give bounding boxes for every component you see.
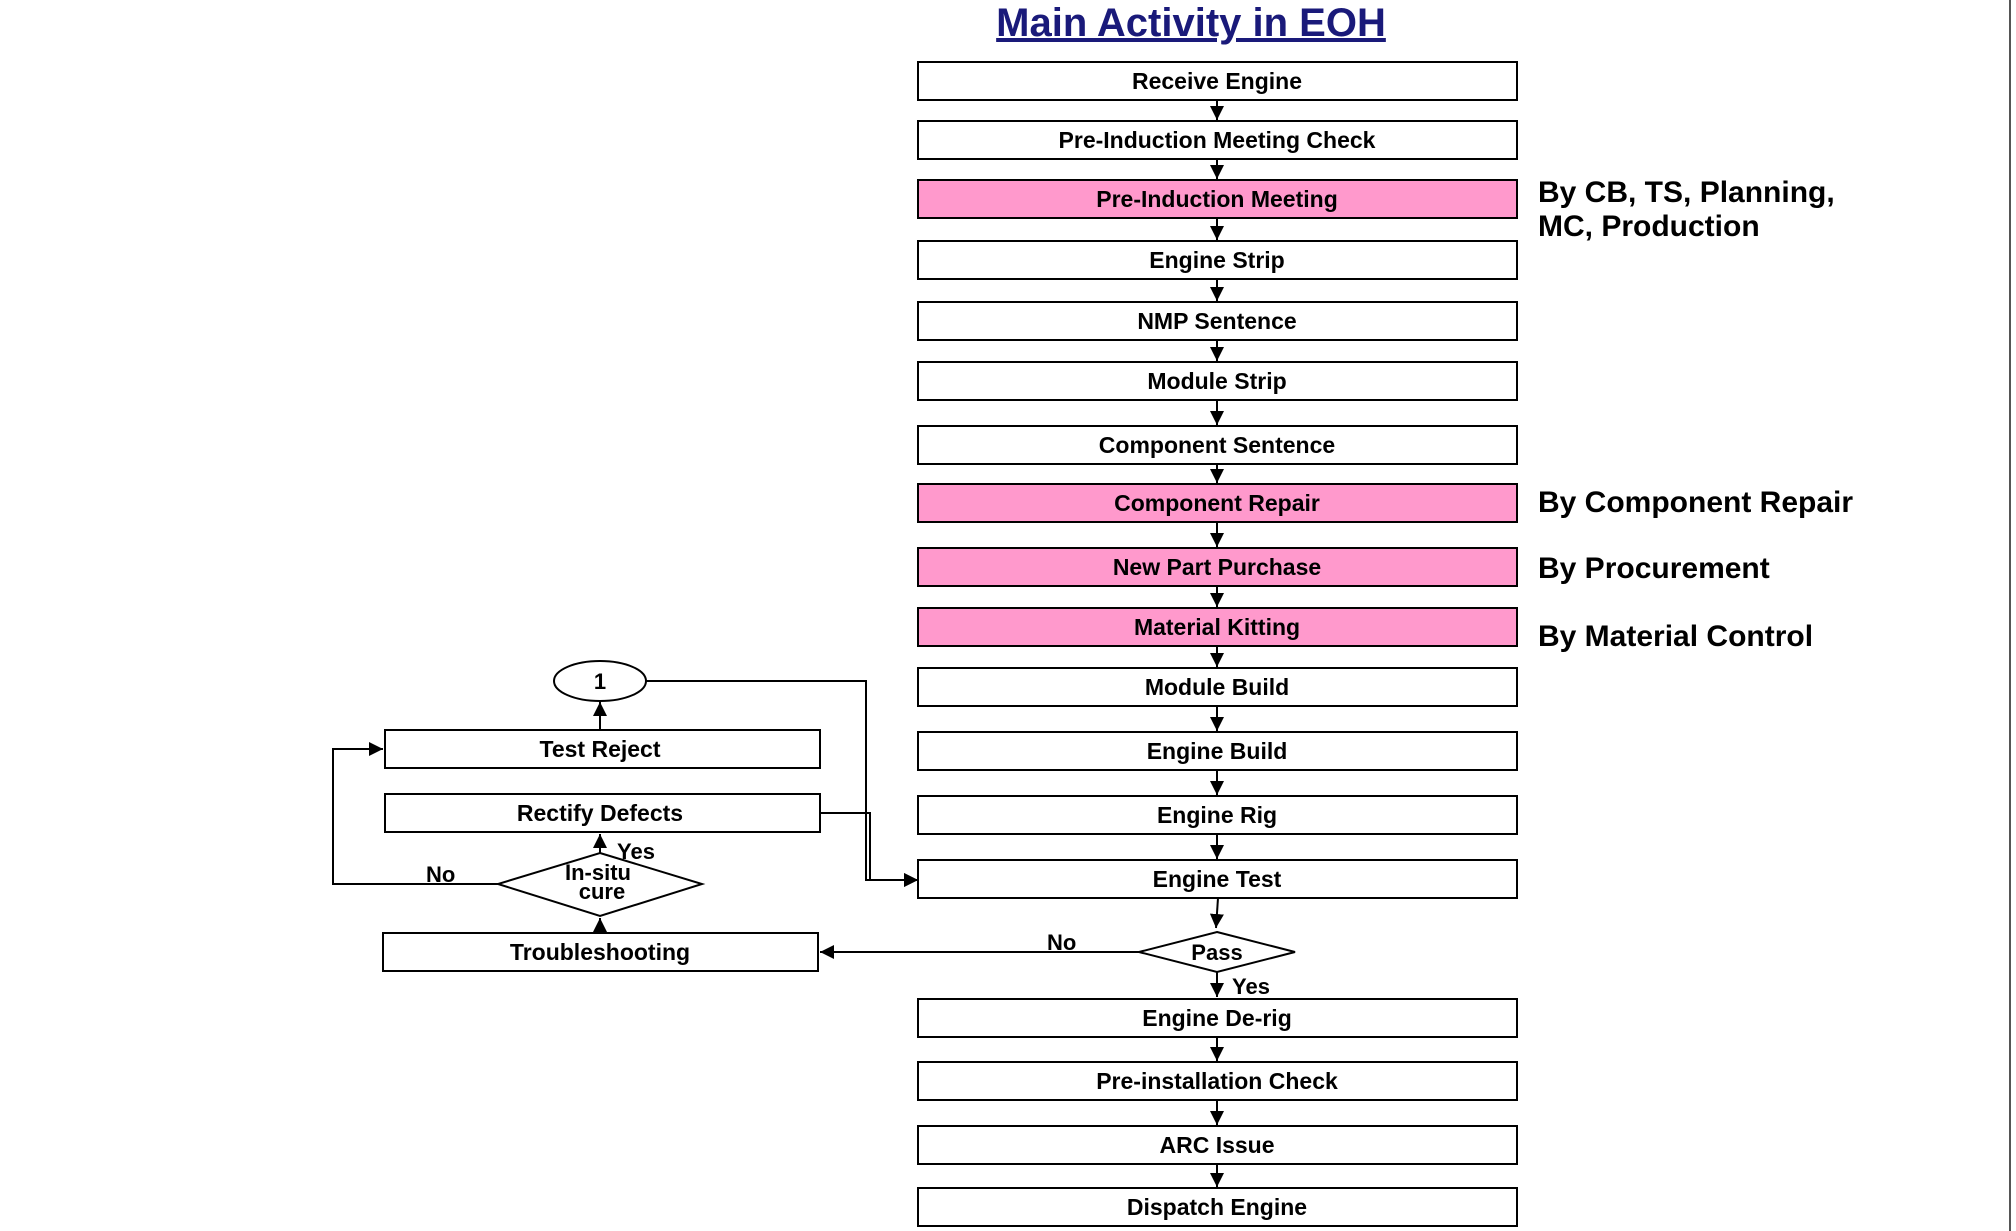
connector-engine-test-to-pass bbox=[1209, 897, 1224, 929]
step-label-module-build: Module Build bbox=[1145, 674, 1289, 700]
step-box-dispatch-engine bbox=[917, 1187, 1518, 1227]
step-label-engine-build: Engine Build bbox=[1147, 738, 1288, 764]
connector-insitu-no bbox=[332, 742, 498, 885]
step-box-module-strip bbox=[917, 361, 1518, 401]
troubleshooting-label: Troubleshooting bbox=[510, 939, 690, 965]
connector-1-label: 1 bbox=[594, 669, 606, 694]
annotation-pre-induction-line2: MC, Production bbox=[1538, 210, 1760, 243]
annotation-material-control: By Material Control bbox=[1538, 620, 1813, 653]
step-box-engine-de-rig bbox=[917, 998, 1518, 1038]
step-box-pre-induction-meeting-check bbox=[917, 120, 1518, 160]
test-reject-box bbox=[384, 729, 821, 769]
rectify-defects-label: Rectify Defects bbox=[517, 800, 683, 826]
step-box-engine-rig bbox=[917, 795, 1518, 835]
step-label-engine-de-rig: Engine De-rig bbox=[1142, 1005, 1292, 1031]
connector-1-to-engine-test bbox=[646, 680, 918, 887]
step-label-engine-rig: Engine Rig bbox=[1157, 802, 1277, 828]
step-label-pre-induction-meeting-check: Pre-Induction Meeting Check bbox=[1059, 127, 1376, 153]
pass-yes-label: Yes bbox=[1232, 974, 1270, 999]
step-label-dispatch-engine: Dispatch Engine bbox=[1127, 1194, 1307, 1220]
step-label-arc-issue: ARC Issue bbox=[1159, 1132, 1274, 1158]
insitu-yes-label: Yes bbox=[617, 839, 655, 864]
step-box-component-repair bbox=[917, 483, 1518, 523]
annotation-procurement: By Procurement bbox=[1538, 552, 1770, 585]
step-box-module-build bbox=[917, 667, 1518, 707]
step-label-new-part-purchase: New Part Purchase bbox=[1113, 554, 1321, 580]
troubleshooting-box bbox=[382, 932, 819, 972]
connector-rectify-to-engine-test bbox=[820, 812, 918, 887]
step-label-receive-engine: Receive Engine bbox=[1132, 68, 1302, 94]
step-label-material-kitting: Material Kitting bbox=[1134, 614, 1300, 640]
step-label-pre-induction-meeting: Pre-Induction Meeting bbox=[1096, 186, 1338, 212]
step-label-component-repair: Component Repair bbox=[1114, 490, 1320, 516]
step-box-nmp-sentence bbox=[917, 301, 1518, 341]
pass-no-label: No bbox=[1047, 930, 1076, 955]
step-label-component-sentence: Component Sentence bbox=[1099, 432, 1335, 458]
rectify-defects-box bbox=[384, 793, 821, 833]
step-label-engine-test: Engine Test bbox=[1153, 866, 1282, 892]
annotation-component-repair: By Component Repair bbox=[1538, 486, 1853, 519]
insitu-cure-line2: cure bbox=[579, 879, 625, 904]
insitu-no-label: No bbox=[426, 862, 455, 887]
step-label-nmp-sentence: NMP Sentence bbox=[1137, 308, 1296, 334]
step-box-engine-build bbox=[917, 731, 1518, 771]
step-box-component-sentence bbox=[917, 425, 1518, 465]
pass-decision-label: Pass bbox=[1191, 940, 1242, 965]
step-box-new-part-purchase bbox=[917, 547, 1518, 587]
insitu-cure-line1: In-situ bbox=[565, 860, 631, 885]
page-title: Main Activity in EOH bbox=[996, 1, 1386, 45]
step-label-module-strip: Module Strip bbox=[1147, 368, 1286, 394]
step-box-engine-strip bbox=[917, 240, 1518, 280]
test-reject-label: Test Reject bbox=[539, 736, 660, 762]
step-box-material-kitting bbox=[917, 607, 1518, 647]
annotation-pre-induction-line1: By CB, TS, Planning, bbox=[1538, 176, 1835, 209]
step-box-pre-induction-meeting bbox=[917, 179, 1518, 219]
step-label-pre-installation-check: Pre-installation Check bbox=[1096, 1068, 1338, 1094]
insitu-cure-decision bbox=[494, 851, 706, 918]
step-box-arc-issue bbox=[917, 1125, 1518, 1165]
step-label-engine-strip: Engine Strip bbox=[1149, 247, 1284, 273]
